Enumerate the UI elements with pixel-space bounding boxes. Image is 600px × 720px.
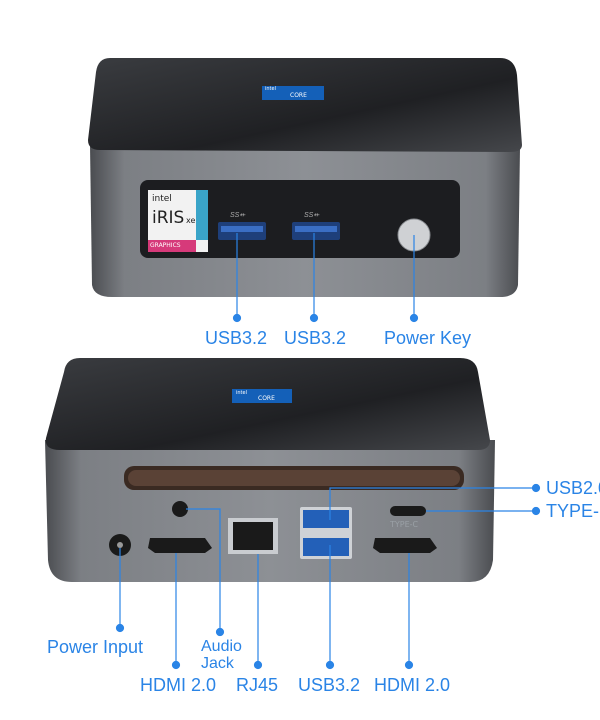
bottom-unit (45, 358, 495, 582)
callout-power-key: Power Key (384, 328, 472, 348)
callout-rj45: RJ45 (236, 675, 279, 695)
callout-usb32-right: USB3.2 (284, 328, 347, 348)
callout-usb32: USB3.2 (298, 675, 361, 695)
callout-usb32-left: USB3.2 (205, 328, 268, 348)
typec-port (390, 506, 426, 516)
lid-badge-brand: intel (236, 390, 247, 396)
callout-hdmi-left: HDMI 2.0 (140, 675, 217, 695)
intel-core-badge (262, 86, 324, 100)
badge-line: GRAPHICS (150, 242, 181, 249)
hdmi-port (373, 538, 437, 553)
bottom-callout-lines (115, 483, 541, 670)
top-callout-lines (232, 233, 419, 323)
lid-badge-brand: intel (265, 86, 276, 92)
audio-jack (172, 501, 188, 517)
callout-hdmi-right: HDMI 2.0 (374, 675, 451, 695)
svg-text:SS⇷: SS⇷ (230, 212, 246, 219)
badge-suffix: xe (186, 216, 196, 225)
hdmi-port (148, 538, 212, 553)
callout-power-input: Power Input (47, 637, 144, 657)
callout-usb20: USB2.0 (546, 478, 600, 498)
callout-audio-jack: Audio Jack (201, 638, 242, 672)
typec-port-text: TYPE-C (390, 520, 419, 529)
lid-badge-product: CORE (258, 395, 275, 402)
lid-badge-product: CORE (290, 92, 307, 99)
badge-product: iRIS (152, 208, 185, 228)
top-unit: SS⇷ SS⇷ (88, 58, 522, 297)
callout-typec: TYPE- (546, 501, 600, 521)
badge-brand: intel (152, 194, 172, 204)
svg-text:SS⇷: SS⇷ (304, 212, 320, 219)
